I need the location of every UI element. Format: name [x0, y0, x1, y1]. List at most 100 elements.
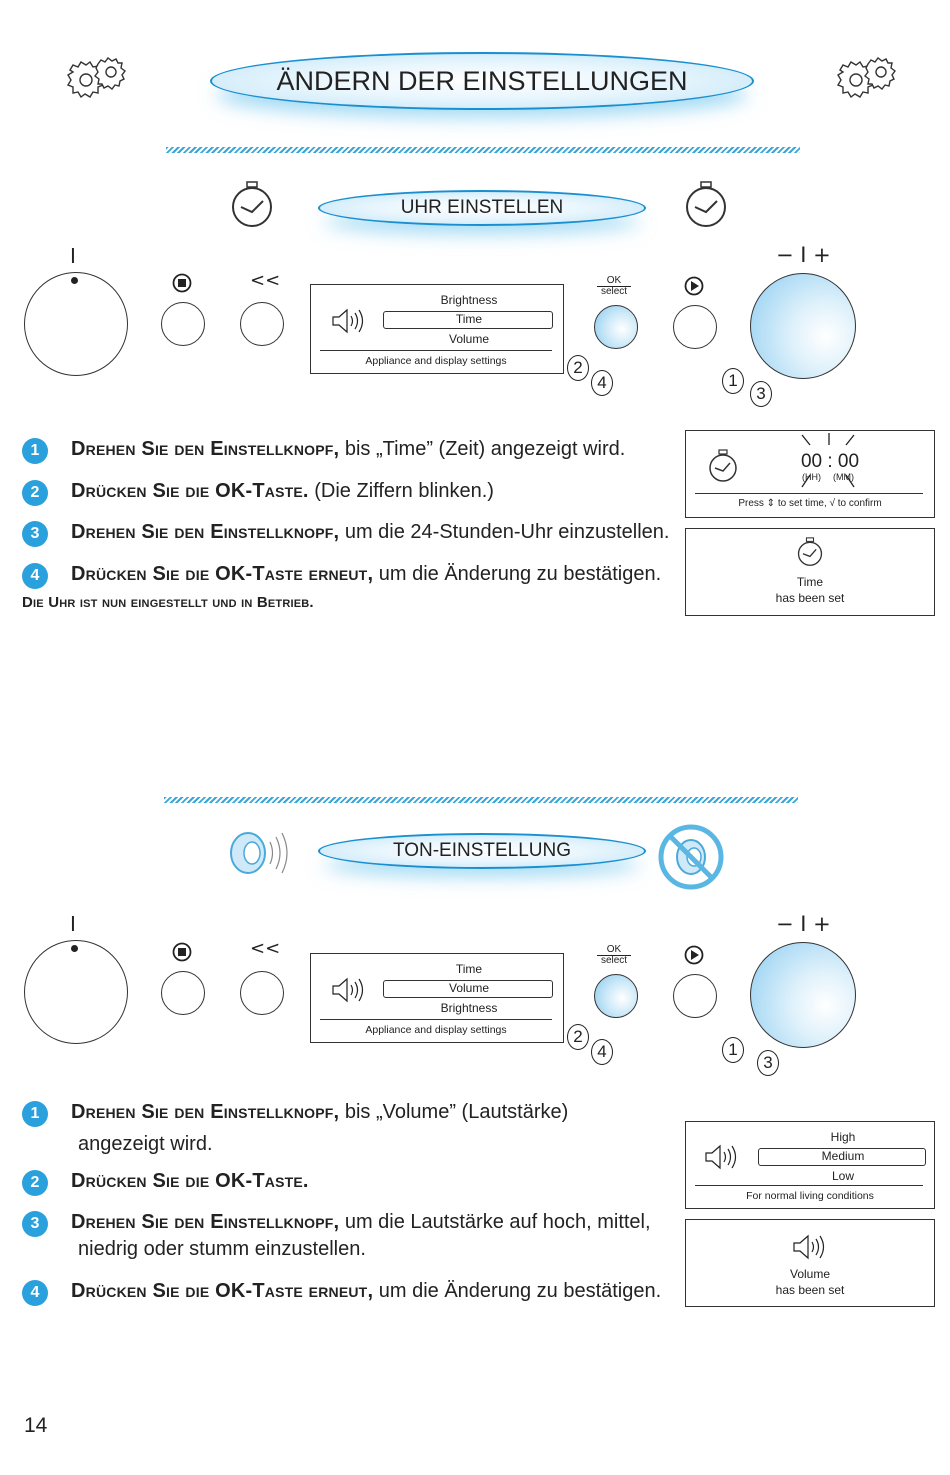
- settings-menu-display: Brightness Time Volume Appliance and dis…: [310, 284, 564, 374]
- clock-icon-right: [682, 181, 730, 229]
- page-title-banner: ÄNDERN DER EINSTELLUNGEN: [210, 52, 754, 110]
- callout-1: 1: [722, 1037, 744, 1063]
- page-title: ÄNDERN DER EINSTELLUNGEN: [276, 66, 687, 97]
- speaker-icon: [331, 308, 367, 334]
- step-bullet: 1: [22, 438, 48, 464]
- menu-divider: [320, 1019, 552, 1020]
- section-divider-sound: [164, 797, 798, 803]
- display-divider: [695, 493, 923, 494]
- section-title-sound: TON-EINSTELLUNG: [393, 840, 571, 862]
- left-knob-mark: I: [70, 244, 76, 268]
- adjust-knob-label: − I +: [776, 243, 831, 267]
- step-text-continued: angezeigt wird.: [78, 1133, 213, 1156]
- callout-2: 2: [567, 1024, 589, 1050]
- ok-button[interactable]: [594, 974, 638, 1018]
- speaker-icon: [704, 1144, 740, 1170]
- step-bullet: 2: [22, 1170, 48, 1196]
- confirm-line-1: Volume: [686, 1267, 934, 1281]
- back-button[interactable]: [240, 302, 284, 346]
- stop-button[interactable]: [161, 302, 205, 346]
- ok-select-label: OK select: [597, 945, 631, 966]
- step-text: Drücken Sie die OK-Taste.: [71, 1170, 309, 1193]
- gears-icon-left: [56, 50, 136, 106]
- volume-option-high: High: [758, 1130, 928, 1144]
- step-bullet: 1: [22, 1101, 48, 1127]
- step-text: Drücken Sie die OK-Taste. (Die Ziffern b…: [71, 480, 494, 503]
- start-button[interactable]: [673, 974, 717, 1018]
- callout-3: 3: [757, 1050, 779, 1076]
- section-title-banner-clock: UHR EINSTELLEN: [318, 190, 646, 226]
- back-label: <<: [250, 938, 280, 959]
- section-title-clock: UHR EINSTELLEN: [401, 197, 564, 219]
- step-text: Drehen Sie den Einstellknopf, bis „Time”…: [71, 438, 625, 461]
- function-knob[interactable]: [24, 940, 128, 1044]
- confirm-line-1: Time: [686, 575, 934, 589]
- menu-item-1: Brightness: [383, 293, 555, 307]
- display-divider: [695, 1185, 923, 1186]
- callout-2: 2: [567, 355, 589, 381]
- section-divider-top: [166, 147, 800, 153]
- confirm-line-2: has been set: [686, 591, 934, 605]
- menu-footer: Appliance and display settings: [311, 355, 561, 367]
- volume-option-medium: Medium: [758, 1149, 928, 1163]
- menu-item-3: Volume: [383, 332, 555, 346]
- back-button[interactable]: [240, 971, 284, 1015]
- menu-item-2-selected: Volume: [383, 981, 555, 995]
- adjust-knob[interactable]: [750, 942, 856, 1048]
- section-title-banner-sound: TON-EINSTELLUNG: [318, 833, 646, 869]
- step-bullet: 2: [22, 480, 48, 506]
- time-confirm-display: Time has been set: [685, 528, 935, 616]
- blink-rays: [794, 433, 858, 449]
- time-hint: Press ⇕ to set time, √ to confirm: [686, 498, 934, 509]
- ok-select-label: OK select: [597, 276, 631, 297]
- callout-4: 4: [591, 370, 613, 396]
- mm-label: (MM): [833, 472, 854, 482]
- clock-icon-left: [228, 181, 276, 229]
- stop-button[interactable]: [161, 971, 205, 1015]
- step-text: Drehen Sie den Einstellknopf, bis „Volum…: [71, 1101, 568, 1124]
- left-knob-mark: I: [70, 912, 76, 936]
- settings-menu-display: Time Volume Brightness Appliance and dis…: [310, 953, 564, 1043]
- confirm-line-2: has been set: [686, 1283, 934, 1297]
- speaker-icon: [331, 977, 367, 1003]
- volume-footer: For normal living conditions: [686, 1190, 934, 1202]
- play-icon: [684, 276, 704, 296]
- back-label: <<: [250, 270, 280, 291]
- final-note: Die Uhr ist nun eingestellt und in Betri…: [22, 594, 314, 611]
- stop-icon: [172, 273, 192, 293]
- mute-icon: [655, 823, 727, 891]
- callout-3: 3: [750, 381, 772, 407]
- step-bullet: 4: [22, 563, 48, 589]
- play-icon: [684, 945, 704, 965]
- step-text-continued: niedrig oder stumm einzustellen.: [78, 1238, 366, 1261]
- step-text: Drehen Sie den Einstellknopf, um die 24-…: [71, 521, 669, 544]
- adjust-knob-label: − I +: [776, 912, 831, 936]
- function-knob[interactable]: [24, 272, 128, 376]
- volume-option-low: Low: [758, 1169, 928, 1183]
- gears-icon-right: [826, 50, 906, 106]
- step-text: Drücken Sie die OK-Taste erneut, um die …: [71, 1280, 661, 1303]
- menu-footer: Appliance and display settings: [311, 1024, 561, 1036]
- hh-label: (HH): [802, 472, 821, 482]
- step-text: Drücken Sie die OK-Taste erneut, um die …: [71, 563, 661, 586]
- page-number: 14: [24, 1414, 47, 1438]
- stop-icon: [172, 942, 192, 962]
- ok-button[interactable]: [594, 305, 638, 349]
- step-bullet: 3: [22, 1211, 48, 1237]
- clock-icon: [795, 537, 825, 567]
- callout-1: 1: [722, 368, 744, 394]
- menu-divider: [320, 350, 552, 351]
- callout-4: 4: [591, 1039, 613, 1065]
- volume-confirm-display: Volume has been set: [685, 1219, 935, 1307]
- clock-icon: [706, 449, 740, 483]
- step-bullet: 3: [22, 521, 48, 547]
- menu-item-1: Time: [383, 962, 555, 976]
- start-button[interactable]: [673, 305, 717, 349]
- up-down-arrow-icon: ⇕: [767, 498, 775, 509]
- volume-setting-display: High Medium Low For normal living condit…: [685, 1121, 935, 1209]
- time-value: 00 : 00: [798, 451, 862, 473]
- step-bullet: 4: [22, 1280, 48, 1306]
- speaker-icon: [792, 1234, 828, 1260]
- adjust-knob[interactable]: [750, 273, 856, 379]
- step-text: Drehen Sie den Einstellknopf, um die Lau…: [71, 1211, 651, 1234]
